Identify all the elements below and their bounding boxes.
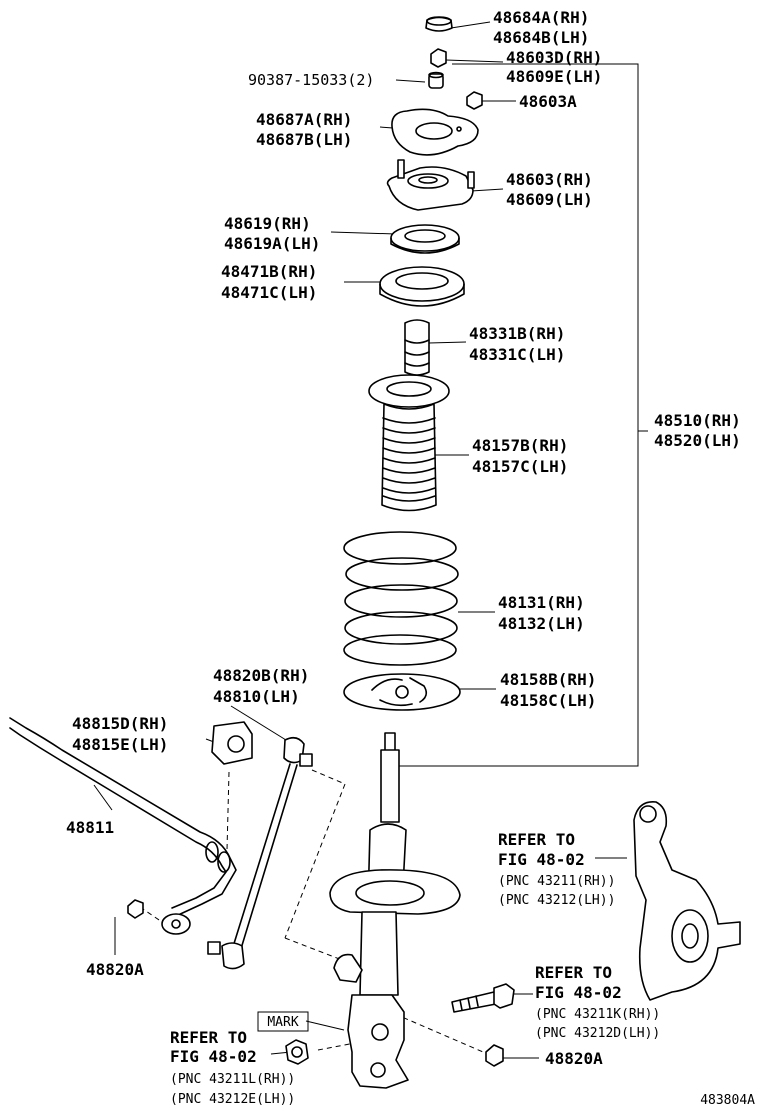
label-small-nut: 48603A <box>519 92 577 111</box>
label-spring-lh: 48132(LH) <box>498 614 585 633</box>
label-upper-nut-rh: 48603D(RH) <box>506 48 602 67</box>
label-nut-ref-2: FIG 48-02 <box>170 1047 257 1066</box>
upper-spring-seat-icon <box>380 267 464 306</box>
stabilizer-bushing-icon <box>212 722 252 764</box>
strut-support-icon <box>388 160 474 210</box>
label-support-lh: 48609(LH) <box>506 190 593 209</box>
small-nut-icon <box>467 92 482 109</box>
label-nut-left: 48820A <box>86 960 144 979</box>
coil-spring-icon <box>344 532 458 665</box>
label-stab-bushing-rh: 48815D(RH) <box>72 714 168 733</box>
label-nut-ref-1: REFER TO <box>170 1028 247 1047</box>
label-bearing-rh: 48619(RH) <box>224 214 311 233</box>
label-upper-nut-lh: 48609E(LH) <box>506 67 602 86</box>
label-insulator-rh: 48158B(RH) <box>500 670 596 689</box>
label-small-bushing: 90387-15033(2) <box>248 71 374 89</box>
lower-insulator-icon <box>344 674 460 710</box>
label-knuckle-pnc-rh: (PNC 43211(RH)) <box>498 874 615 889</box>
label-bolt-pnc-lh: (PNC 43212D(LH)) <box>535 1026 660 1041</box>
dashed-guides <box>140 770 490 1055</box>
stabilizer-link-icon <box>208 738 312 969</box>
knuckle-bolt-icon <box>452 984 514 1012</box>
upper-plate-icon <box>392 109 478 155</box>
label-knuckle-ref-1: REFER TO <box>498 830 575 849</box>
label-cap-lh: 48684B(LH) <box>493 28 589 47</box>
label-knuckle-ref-2: FIG 48-02 <box>498 850 585 869</box>
label-bump-stop-lh: 48331C(LH) <box>469 345 565 364</box>
label-nut-pnc-rh: (PNC 43211L(RH)) <box>170 1072 295 1087</box>
label-knuckle-pnc-lh: (PNC 43212(LH)) <box>498 893 615 908</box>
label-cap-rh: 48684A(RH) <box>493 8 589 27</box>
label-boot-rh: 48157B(RH) <box>472 436 568 455</box>
shock-absorber-icon <box>330 733 460 1088</box>
label-link-lh: 48810(LH) <box>213 687 300 706</box>
label-plate-rh: 48687A(RH) <box>256 110 352 129</box>
label-bump-stop-rh: 48331B(RH) <box>469 324 565 343</box>
upper-nut-icon <box>431 49 446 67</box>
label-boot-lh: 48157C(LH) <box>472 457 568 476</box>
label-link-rh: 48820B(RH) <box>213 666 309 685</box>
bearing-icon <box>391 225 459 253</box>
label-bearing-lh: 48619A(LH) <box>224 234 320 253</box>
knuckle-nut-icon-right <box>486 1045 503 1066</box>
label-bolt-ref-2: FIG 48-02 <box>535 983 622 1002</box>
label-plate-lh: 48687B(LH) <box>256 130 352 149</box>
small-bushing-icon <box>429 73 443 89</box>
label-stab-bushing-lh: 48815E(LH) <box>72 735 168 754</box>
label-bolt-ref-1: REFER TO <box>535 963 612 982</box>
label-nut-pnc-lh: (PNC 43212E(LH)) <box>170 1092 295 1107</box>
label-bolt-pnc-rh: (PNC 43211K(RH)) <box>535 1007 660 1022</box>
label-support-rh: 48603(RH) <box>506 170 593 189</box>
mark-label: MARK <box>267 1015 298 1030</box>
label-assembly-lh: 48520(LH) <box>654 431 741 450</box>
figure-id: 483804A <box>700 1093 755 1108</box>
label-upper-seat-rh: 48471B(RH) <box>221 262 317 281</box>
knuckle-nut-icon-left <box>286 1040 308 1064</box>
bump-stopper-icon <box>405 320 429 375</box>
label-nut-right: 48820A <box>545 1049 603 1068</box>
label-upper-seat-lh: 48471C(LH) <box>221 283 317 302</box>
label-stabilizer-bar: 48811 <box>66 818 114 837</box>
stabilizer-nut-icon <box>128 900 143 918</box>
dust-boot-icon <box>369 375 449 511</box>
steering-knuckle-icon <box>634 802 740 1000</box>
label-assembly-rh: 48510(RH) <box>654 411 741 430</box>
label-insulator-lh: 48158C(LH) <box>500 691 596 710</box>
cap-icon <box>426 17 452 31</box>
label-spring-rh: 48131(RH) <box>498 593 585 612</box>
